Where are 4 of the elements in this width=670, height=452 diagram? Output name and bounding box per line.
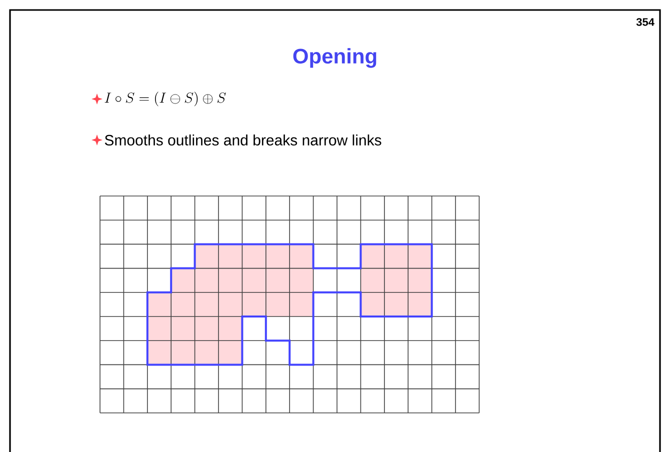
bullet-text: Smooths outlines and breaks narrow links: [104, 134, 382, 146]
formula: $I \circ S = (I \ominus S)\oplus S$: [104, 92, 226, 106]
page-number: 354: [636, 18, 654, 26]
slide-title: Opening: [293, 48, 376, 68]
